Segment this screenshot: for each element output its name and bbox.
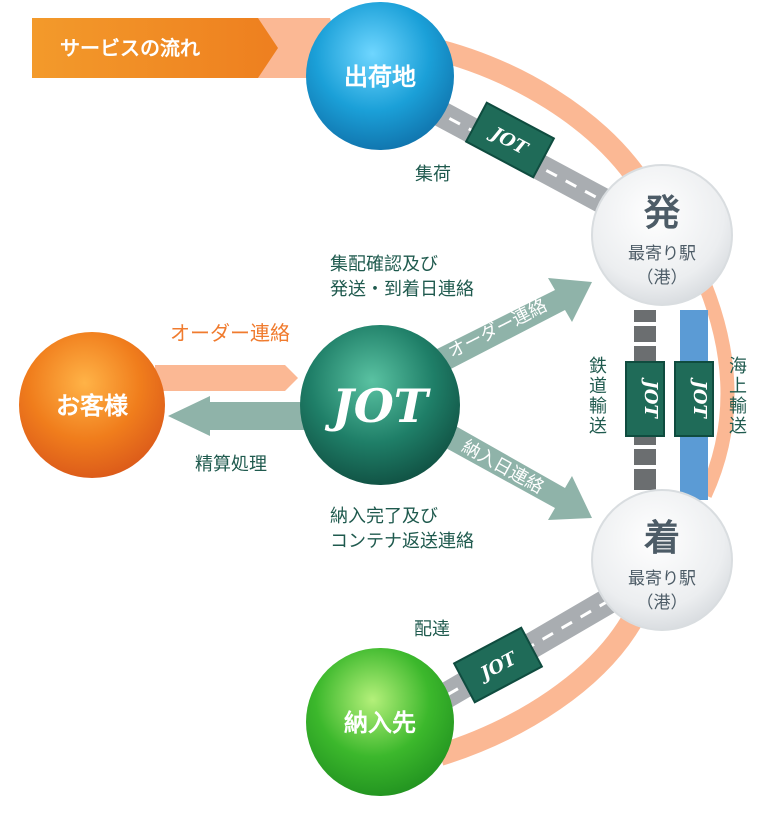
arrow-order-contact [155, 365, 298, 391]
confirm-label-line2: 発送・到着日連絡 [330, 279, 474, 300]
arrival-station-title: 着 [644, 518, 680, 559]
departure-station-line1: 最寄り駅 [628, 244, 696, 264]
complete-label-line2: コンテナ返送連絡 [330, 531, 474, 552]
confirm-label-line1: 集配確認及び [330, 254, 438, 275]
departure-station: 発 最寄り駅 （港） [591, 164, 733, 306]
rail-container-mark: JOT [640, 377, 661, 419]
jot-center-label: JOT [324, 379, 432, 433]
service-flow-banner: サービスの流れ [32, 18, 278, 78]
rail-transport-label: 鉄道輸送 [589, 356, 607, 437]
shipping-origin-node: 出荷地 [306, 2, 454, 150]
arrow-delivery-date: 納入日連絡 [435, 420, 592, 520]
sea-transport-label-text: 海上輸送 [729, 356, 747, 437]
rail-transport-label-text: 鉄道輸送 [589, 356, 607, 437]
pickup-container: JOT [464, 101, 556, 179]
flow-arc-right [698, 282, 735, 498]
flow-arc-top [427, 37, 644, 182]
departure-station-line2: （港） [637, 268, 688, 288]
arrow-label-delivery-date: 納入日連絡 [458, 436, 547, 498]
settlement-label: 精算処理 [195, 454, 267, 475]
customer-node: お客様 [19, 332, 165, 478]
delivery-container: JOT [452, 626, 544, 704]
customer-label: お客様 [56, 392, 129, 420]
shipping-origin-label: 出荷地 [344, 63, 416, 91]
arrival-station-line2: （港） [637, 593, 688, 613]
departure-station-title: 発 [644, 193, 681, 234]
arrow-label-order: オーダー連絡 [445, 295, 551, 363]
rail-container: JOT [625, 361, 665, 437]
arrival-station-line1: 最寄り駅 [628, 569, 696, 589]
sea-container: JOT [674, 361, 714, 437]
jot-center-node: JOT [300, 325, 460, 485]
sea-transport-label: 海上輸送 [729, 356, 747, 437]
arrow-settlement [168, 396, 318, 436]
delivery-label: 配達 [414, 619, 450, 640]
sea-container-mark: JOT [689, 377, 710, 419]
order-contact-label: オーダー連絡 [170, 321, 290, 345]
complete-label-line1: 納入完了及び [330, 506, 438, 527]
delivery-destination-label: 納入先 [344, 709, 416, 737]
flow-arc-bottom [436, 609, 645, 766]
delivery-destination-node: 納入先 [306, 648, 454, 796]
pickup-label: 集荷 [415, 164, 451, 185]
banner-label: サービスの流れ [60, 36, 200, 60]
arrival-station: 着 最寄り駅 （港） [591, 489, 733, 631]
